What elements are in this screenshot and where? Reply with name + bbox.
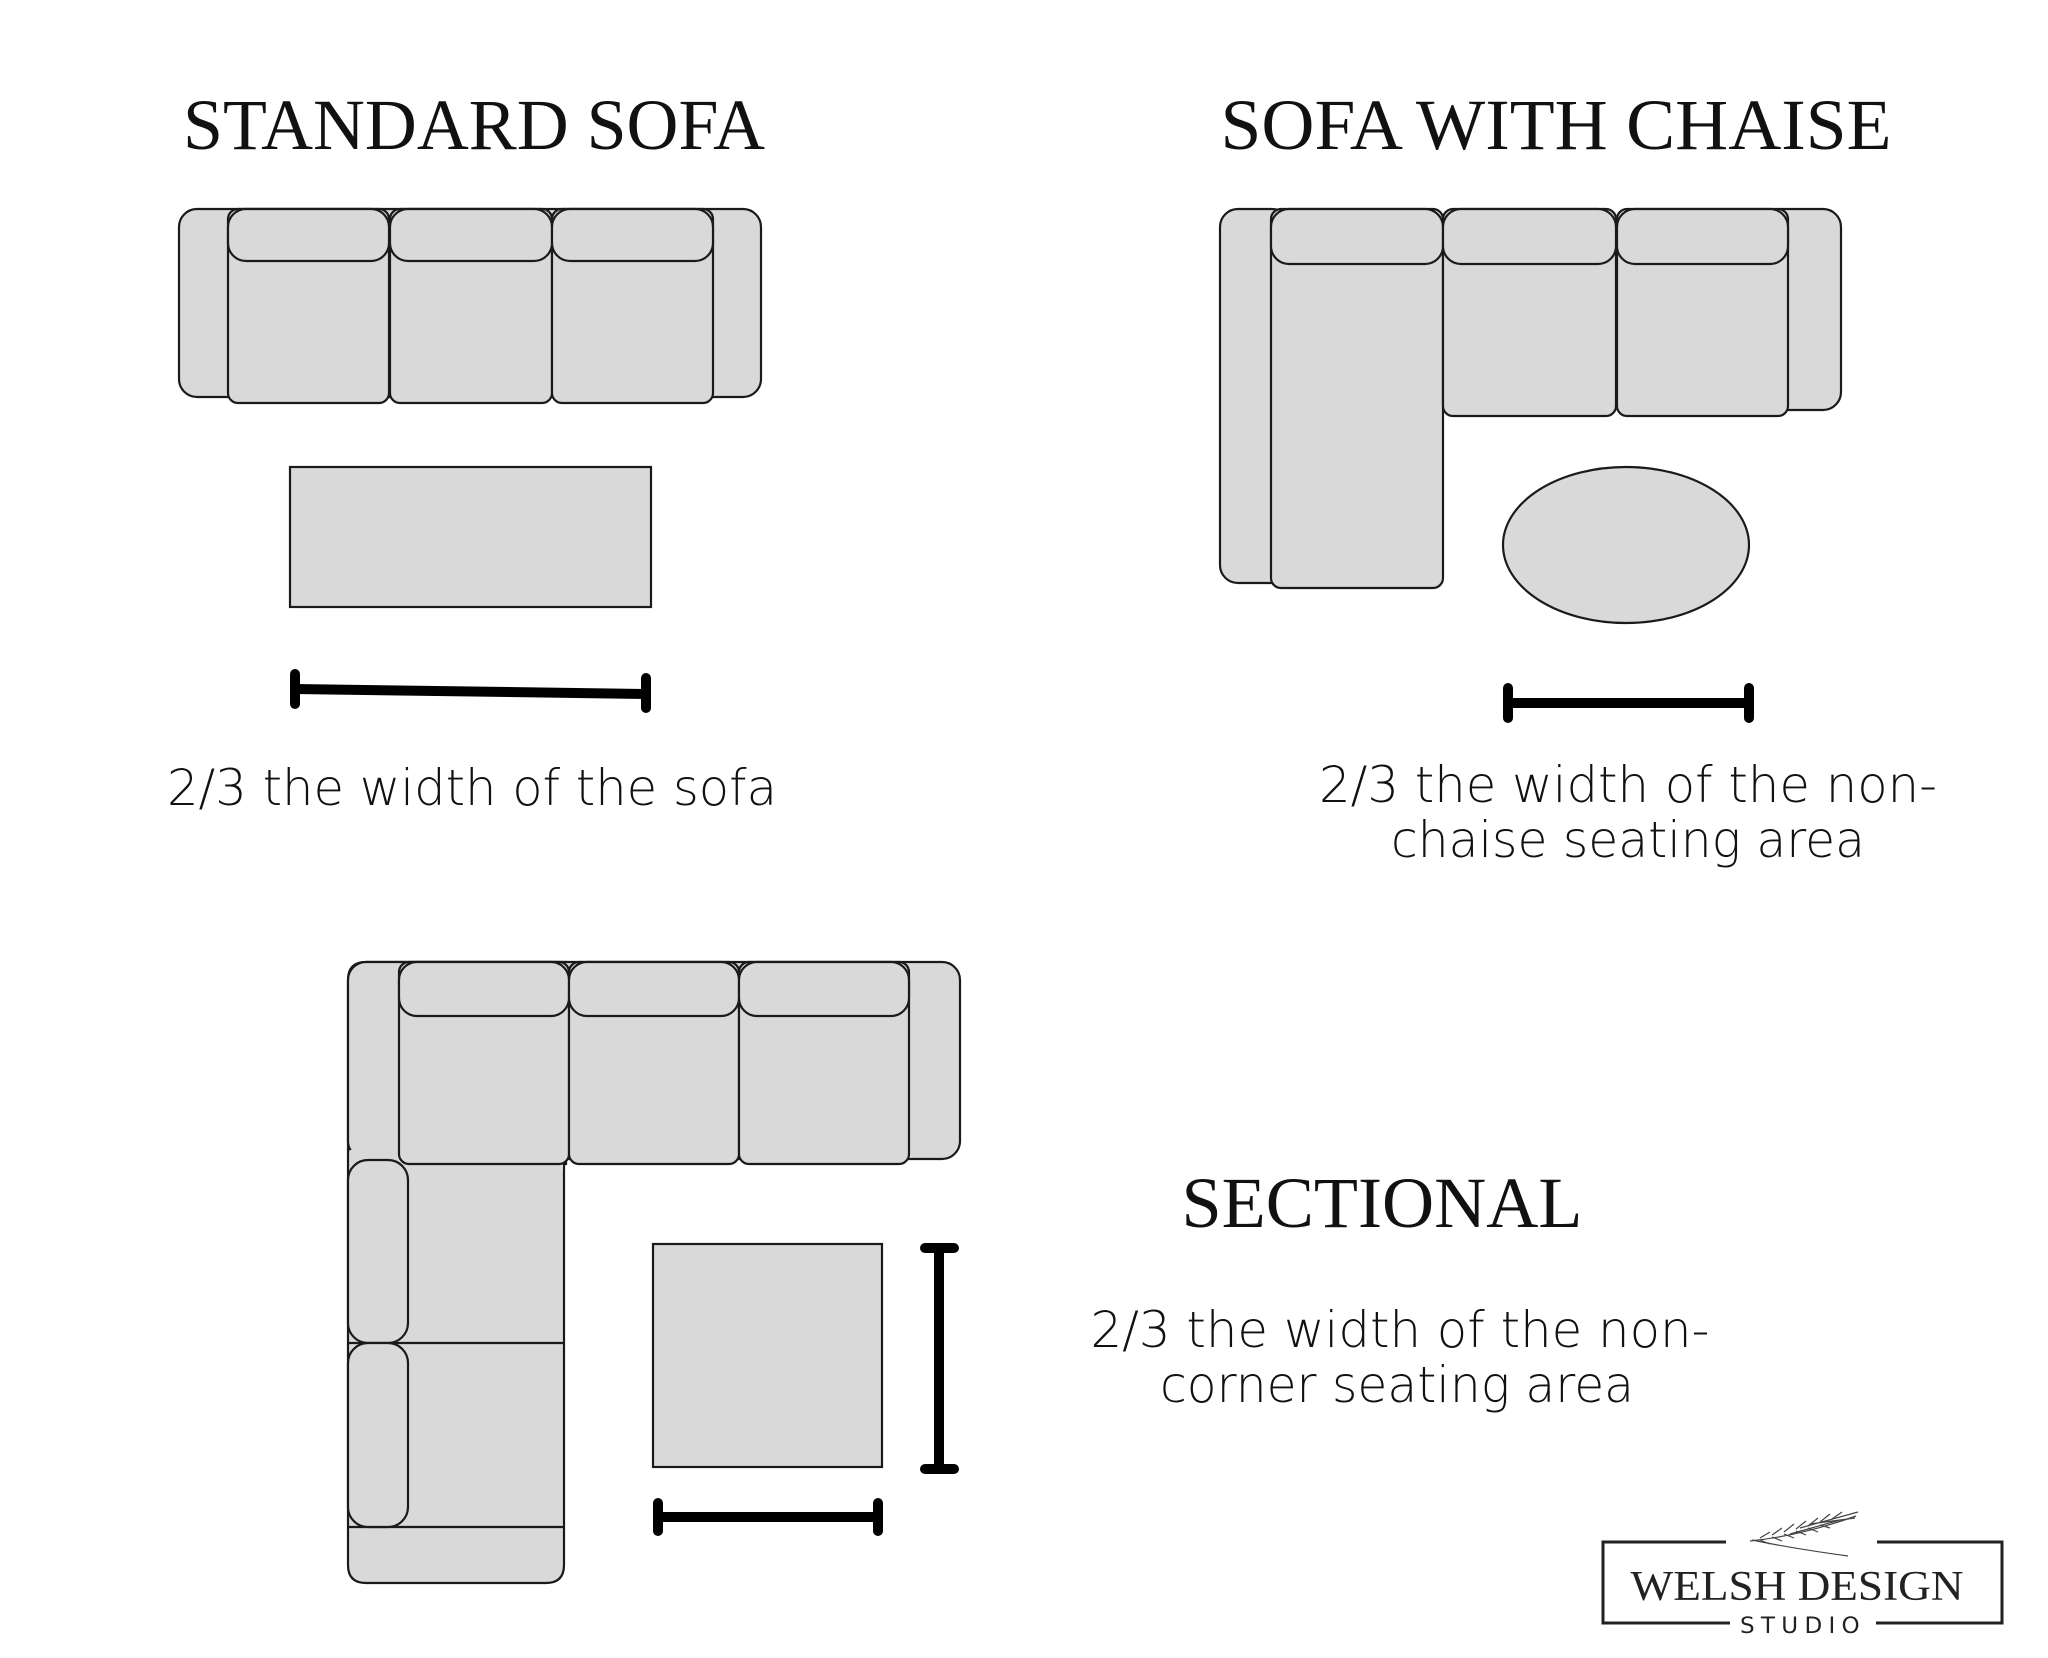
- back-cushion: [346, 1341, 410, 1529]
- standard-sofa-section: STANDARD SOFA 2/3 the width of the sofa: [167, 85, 777, 817]
- chaise-sofa-diagram: [1218, 207, 1843, 590]
- height-measure-line: [920, 1243, 959, 1474]
- back-cushion: [1615, 207, 1790, 266]
- sofa-with-chaise-title: SOFA WITH CHAISE: [1221, 85, 1892, 165]
- width-measure-line: [653, 1498, 883, 1536]
- back-cushion: [550, 207, 715, 263]
- logo-name: WELSH DESIGN: [1631, 1564, 1964, 1610]
- width-measure-line: [1503, 683, 1754, 723]
- chaise-cushion: [1269, 207, 1445, 590]
- oval-coffee-table: [1501, 465, 1751, 625]
- standard-sofa-title: STANDARD SOFA: [183, 85, 765, 165]
- sectional-caption-line-1: 2/3 the width of the non-: [1091, 1301, 1710, 1359]
- back-cushion: [737, 960, 911, 1018]
- width-measure-line: [290, 669, 651, 713]
- square-coffee-table: [651, 1242, 884, 1469]
- back-cushion: [226, 207, 391, 263]
- chaise-caption-line-1: 2/3 the width of the non-: [1319, 756, 1937, 814]
- welsh-design-studio-logo: WELSH DESIGN STUDIO: [1601, 1511, 2004, 1639]
- back-cushion: [567, 960, 741, 1018]
- back-cushion: [388, 207, 554, 263]
- sectional-diagram: [346, 960, 962, 1585]
- sectional-caption-line-2: corner seating area: [1160, 1356, 1634, 1414]
- back-cushion: [346, 1158, 410, 1345]
- standard-sofa-caption: 2/3 the width of the sofa: [167, 759, 777, 817]
- wheat-icon: [1749, 1511, 1859, 1557]
- logo-subtitle: STUDIO: [1740, 1614, 1866, 1639]
- chaise-caption-line-2: chaise seating area: [1391, 811, 1865, 869]
- back-cushion: [397, 960, 571, 1018]
- sofa-with-chaise-section: SOFA WITH CHAISE 2/3 the width of the no…: [1218, 85, 1937, 869]
- rectangular-coffee-table: [288, 465, 653, 609]
- sectional-section: SECTIONAL 2/3 the width of the non- corn…: [346, 960, 1710, 1585]
- back-cushion: [1269, 207, 1445, 266]
- sectional-title: SECTIONAL: [1182, 1163, 1583, 1243]
- standard-sofa-diagram: [177, 207, 763, 405]
- back-cushion: [1441, 207, 1618, 266]
